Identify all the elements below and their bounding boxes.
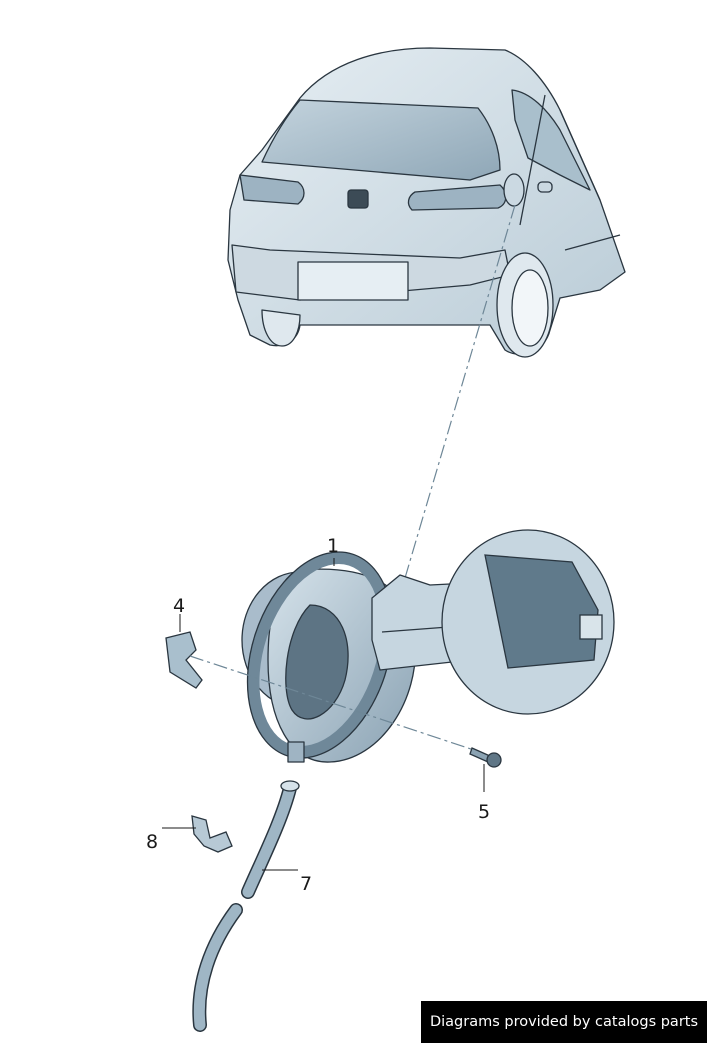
screw-part-5	[469, 747, 502, 768]
callout-leaders	[162, 558, 485, 871]
clamp-body	[191, 815, 233, 853]
fuel-filler-housing	[241, 551, 501, 763]
callout-4: 4	[173, 595, 185, 617]
credit-banner: Diagrams provided by catalogs parts	[421, 1001, 707, 1043]
leader-clip-to-screw	[189, 655, 481, 753]
hose-end	[280, 780, 300, 792]
flap-latch	[579, 614, 603, 640]
hose-lower-fill	[193, 904, 242, 1031]
car-illustration	[227, 47, 626, 358]
callout-5: 5	[478, 801, 490, 823]
hose-clamp-part-8	[191, 815, 233, 853]
housing-neck	[287, 741, 305, 763]
car-fuel-door	[503, 173, 525, 207]
car-body-line	[519, 94, 621, 251]
hose-upper-fill	[242, 782, 296, 898]
housing-opening	[285, 604, 349, 720]
hose-part-7	[192, 780, 300, 1032]
fuel-door-flap	[441, 529, 615, 715]
screw-head	[486, 752, 502, 768]
car-door-handle	[537, 181, 553, 193]
callout-8: 8	[146, 831, 158, 853]
callout-7: 7	[300, 873, 312, 895]
car-wheel-right-hub	[511, 269, 549, 347]
callout-1: 1	[327, 535, 339, 557]
clip-body	[165, 631, 203, 689]
car-tail-light-left	[239, 174, 305, 205]
car-license-plate	[297, 261, 409, 301]
car-side-window	[511, 89, 591, 191]
car-badge	[347, 189, 369, 209]
housing-flange-outline	[246, 551, 394, 759]
car-wheel-left	[261, 309, 301, 347]
car-rear-window	[261, 99, 501, 181]
clip-part-4	[165, 631, 203, 689]
leader-car-to-filler	[404, 204, 516, 579]
